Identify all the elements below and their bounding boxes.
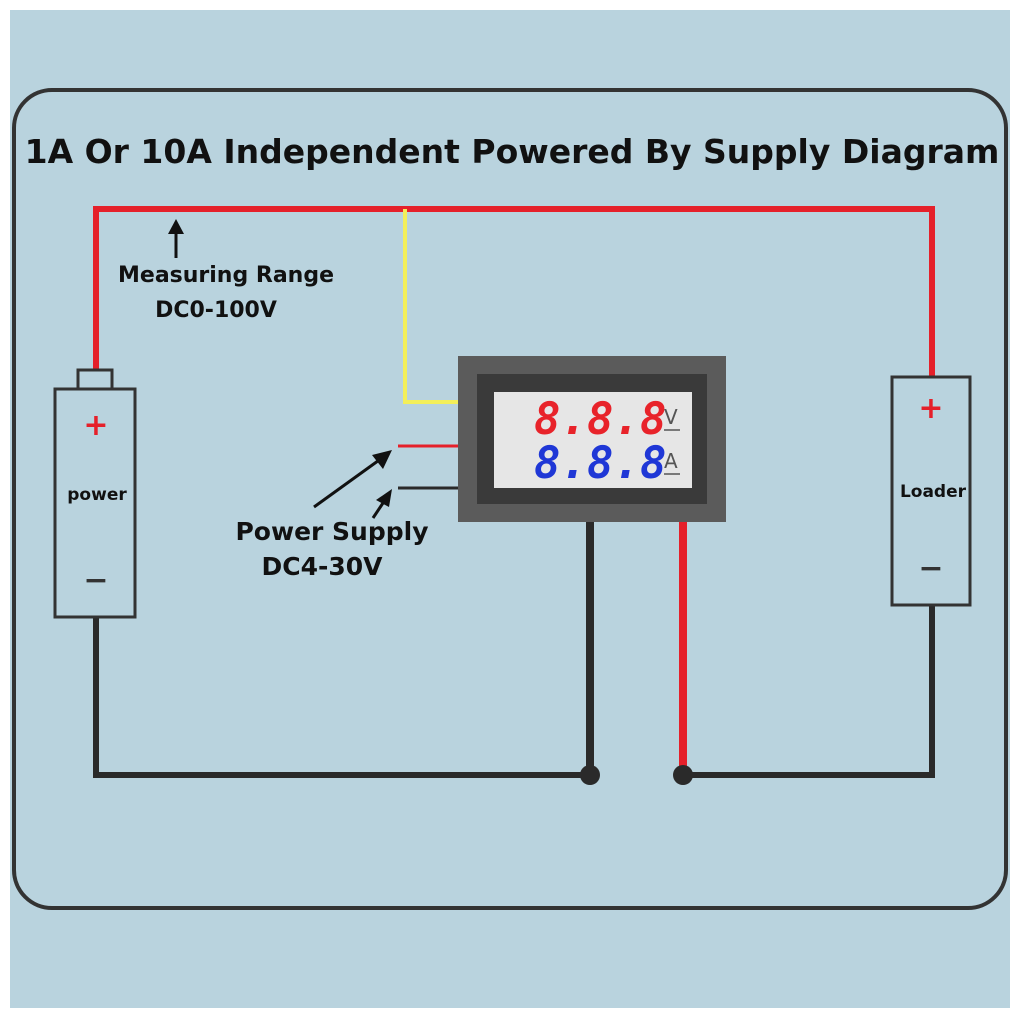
battery-terminal-cap [76, 368, 114, 392]
battery-label: power [67, 485, 127, 505]
power-supply-label: Power Supply [235, 517, 428, 546]
measuring-range-annotation: Measuring Range DC0-100V [118, 219, 334, 323]
loader-label: Loader [900, 482, 967, 502]
measuring-arrow-head-icon [168, 219, 184, 234]
supply-arrow-1-head-icon [372, 450, 392, 469]
loader: + Loader − [890, 375, 972, 607]
meter-screen [494, 392, 692, 488]
measuring-range-label: Measuring Range [118, 263, 334, 288]
power-supply-value: DC4-30V [261, 552, 383, 581]
current-unit: A [664, 449, 678, 473]
battery-plus-sign: + [83, 408, 108, 443]
current-digits: 8.8.8 [534, 438, 666, 489]
supply-arrow-2-head-icon [376, 489, 392, 507]
power-supply-annotation: Power Supply DC4-30V [235, 450, 429, 581]
loader-plus-sign: + [918, 391, 943, 426]
bottom-left-black-wire [93, 616, 590, 778]
battery-minus-sign: − [83, 563, 108, 598]
voltage-unit: V [664, 405, 678, 429]
diagram-title: 1A Or 10A Independent Powered By Supply … [25, 132, 1000, 171]
bottom-right-black-wire [683, 605, 935, 778]
loader-body [890, 375, 972, 607]
yellow-wire [403, 209, 460, 404]
loader-minus-sign: − [918, 551, 943, 586]
measuring-range-value: DC0-100V [155, 298, 277, 323]
black-junction-dot [580, 765, 600, 785]
battery: + power − [53, 368, 137, 619]
voltage-digits: 8.8.8 [534, 394, 666, 445]
supply-arrow-1-shaft [313, 456, 383, 509]
volt-amp-meter: 8.8.8 V 8.8.8 A [458, 356, 726, 522]
battery-body [53, 387, 137, 619]
top-red-wire [93, 206, 935, 378]
